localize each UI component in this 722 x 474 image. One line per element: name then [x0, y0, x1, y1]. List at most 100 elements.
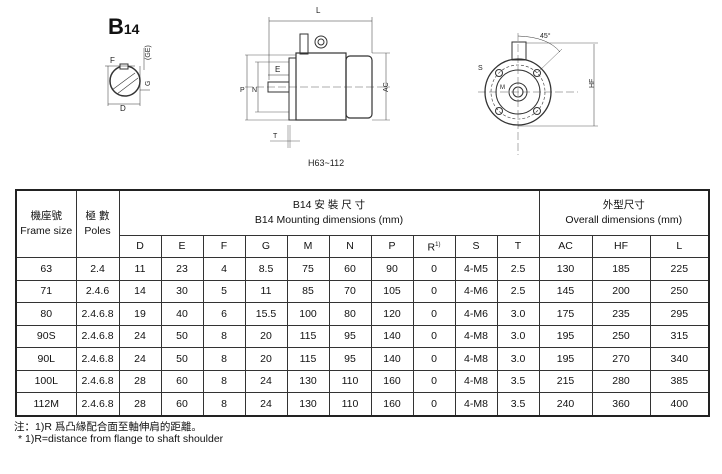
table-cell: 28: [118, 392, 162, 416]
column-header-t: T: [496, 235, 540, 258]
table-cell: 90: [370, 257, 414, 281]
table-cell: 315: [649, 324, 710, 348]
table-cell: 2.5: [496, 257, 540, 281]
table-cell: 340: [649, 347, 710, 371]
column-header-l: L: [649, 235, 710, 258]
side-view-drawing: L E P N AC T H63~112: [240, 6, 390, 168]
note-en: * 1)R=distance from flange to shaft shou…: [18, 433, 224, 445]
table-cell: 75: [286, 257, 330, 281]
table-cell: 0: [412, 302, 456, 326]
table-cell: 0: [412, 279, 456, 303]
table-cell: 4: [202, 257, 246, 281]
table-cell: 400: [649, 392, 710, 416]
table-cell: 250: [649, 279, 710, 303]
table-cell: 90S: [15, 324, 77, 348]
table-cell: 385: [649, 369, 710, 393]
table-cell: 120: [370, 302, 414, 326]
table-cell: 60: [160, 369, 204, 393]
table-cell: 5: [202, 279, 246, 303]
table-cell: 195: [538, 347, 593, 371]
motor-drawings: F (GE) G D L E P N AC T H63~112: [105, 6, 598, 168]
table-cell: 215: [538, 369, 593, 393]
table-cell: 105: [370, 279, 414, 303]
table-cell: 4-M8: [454, 324, 498, 348]
table-cell: 235: [591, 302, 651, 326]
label-f: F: [110, 56, 115, 65]
label-ge: (GE): [145, 45, 152, 60]
table-cell: 270: [591, 347, 651, 371]
label-l: L: [316, 6, 321, 15]
table-cell: 250: [591, 324, 651, 348]
table-cell: 280: [591, 369, 651, 393]
table-cell: 140: [370, 324, 414, 348]
column-header-r: R1): [412, 235, 456, 258]
table-cell: 110: [328, 369, 372, 393]
table-cell: 30: [160, 279, 204, 303]
table-cell: 80: [328, 302, 372, 326]
table-cell: 200: [591, 279, 651, 303]
table-cell: 2.4.6.8: [75, 347, 120, 371]
table-cell: 11: [244, 279, 288, 303]
drawing-title: B14: [108, 14, 140, 39]
table-cell: 2.4.6.8: [75, 392, 120, 416]
table-cell: 95: [328, 347, 372, 371]
column-header-s: S: [454, 235, 498, 258]
table-cell: 2.4.6: [75, 279, 120, 303]
table-cell: 14: [118, 279, 162, 303]
table-cell: 8: [202, 369, 246, 393]
table-cell: 8.5: [244, 257, 288, 281]
table-cell: 2.4: [75, 257, 120, 281]
column-header-g: G: [244, 235, 288, 258]
table-cell: 145: [538, 279, 593, 303]
column-header-m: M: [286, 235, 330, 258]
table-cell: 115: [286, 347, 330, 371]
drawing-caption: H63~112: [308, 158, 344, 168]
label-t: T: [273, 133, 278, 140]
table-cell: 3.0: [496, 347, 540, 371]
column-header-e: E: [160, 235, 204, 258]
table-cell: 4-M5: [454, 257, 498, 281]
table-cell: 23: [160, 257, 204, 281]
label-hf: HF: [589, 79, 596, 88]
table-cell: 225: [649, 257, 710, 281]
table-cell: 19: [118, 302, 162, 326]
table-cell: 24: [244, 392, 288, 416]
table-cell: 11: [118, 257, 162, 281]
table-cell: 110: [328, 392, 372, 416]
table-cell: 295: [649, 302, 710, 326]
label-s: S: [478, 65, 483, 72]
label-d: D: [120, 104, 126, 113]
table-cell: 2.4.6.8: [75, 324, 120, 348]
table-cell: 85: [286, 279, 330, 303]
table-cell: 8: [202, 324, 246, 348]
table-cell: 6: [202, 302, 246, 326]
table-cell: 70: [328, 279, 372, 303]
table-cell: 130: [286, 369, 330, 393]
table-cell: 0: [412, 392, 456, 416]
table-cell: 0: [412, 369, 456, 393]
table-cell: 20: [244, 324, 288, 348]
table-cell: 40: [160, 302, 204, 326]
table-cell: 90L: [15, 347, 77, 371]
label-g: G: [145, 81, 152, 86]
table-cell: 50: [160, 347, 204, 371]
label-ac: AC: [383, 82, 390, 92]
table-cell: 100L: [15, 369, 77, 393]
label-n: N: [252, 87, 257, 94]
table-cell: 24: [118, 324, 162, 348]
table-cell: 115: [286, 324, 330, 348]
table-cell: 3.5: [496, 369, 540, 393]
table-cell: 240: [538, 392, 593, 416]
label-e: E: [275, 65, 280, 74]
